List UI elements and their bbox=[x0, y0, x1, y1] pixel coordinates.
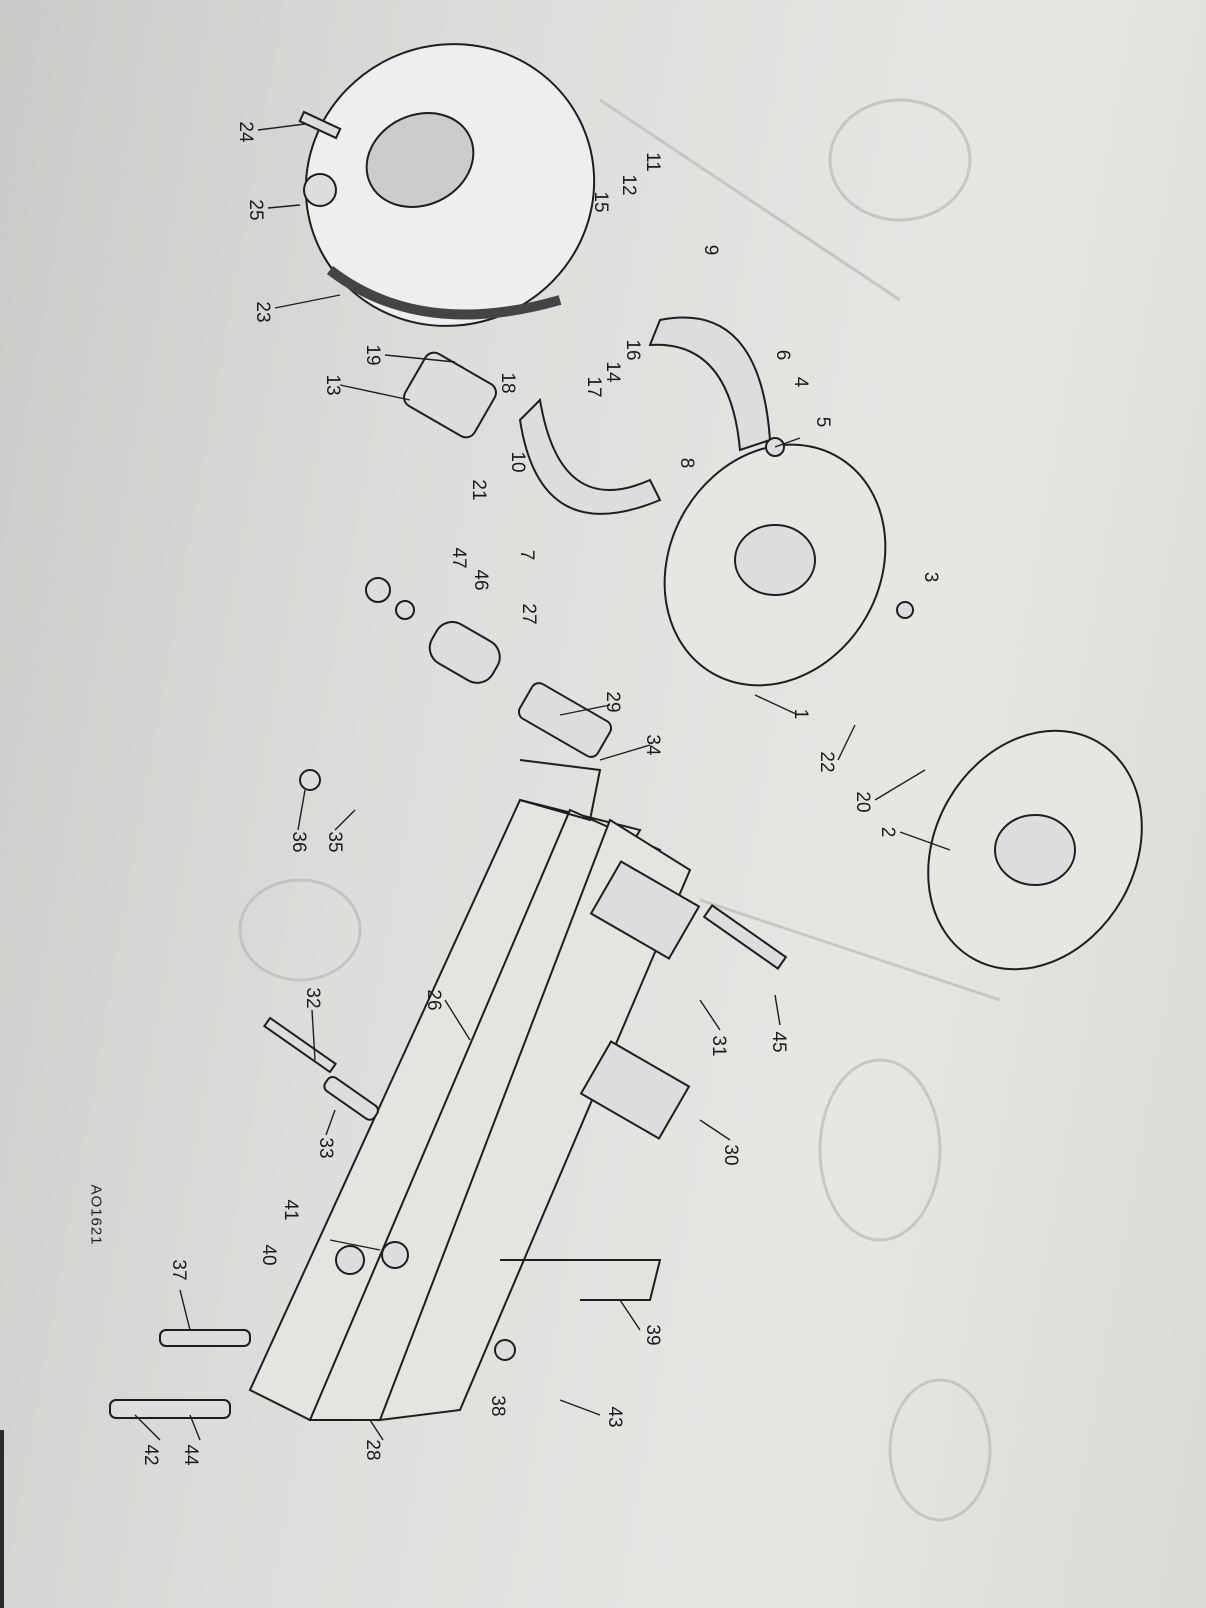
part-label-1: 1 bbox=[790, 708, 811, 720]
part-label-14: 14 bbox=[602, 361, 623, 383]
part-label-34: 34 bbox=[642, 734, 663, 756]
backplate bbox=[663, 443, 887, 687]
part-label-28: 28 bbox=[362, 1439, 383, 1461]
part-label-32: 32 bbox=[302, 987, 323, 1009]
bolts bbox=[109, 110, 914, 1419]
part-label-43: 43 bbox=[604, 1406, 625, 1428]
part-label-31: 31 bbox=[708, 1035, 729, 1057]
part-label-17: 17 bbox=[583, 376, 604, 398]
part-label-33: 33 bbox=[315, 1137, 336, 1159]
part-label-46: 46 bbox=[470, 569, 491, 591]
part-label-30: 30 bbox=[720, 1144, 741, 1166]
part-label-16: 16 bbox=[622, 339, 643, 361]
part-label-10: 10 bbox=[507, 451, 528, 473]
part-label-45: 45 bbox=[768, 1031, 789, 1053]
backplate-2 bbox=[927, 729, 1143, 971]
part-label-18: 18 bbox=[497, 372, 518, 394]
part-label-9: 9 bbox=[700, 244, 721, 256]
part-label-41: 41 bbox=[280, 1199, 301, 1221]
part-label-2: 2 bbox=[877, 826, 898, 838]
drawing-reference: AO1621 bbox=[87, 1184, 105, 1246]
part-label-40: 40 bbox=[258, 1244, 279, 1266]
part-label-37: 37 bbox=[168, 1259, 189, 1281]
part-label-6: 6 bbox=[772, 349, 793, 361]
part-label-44: 44 bbox=[180, 1444, 201, 1466]
page-edge bbox=[0, 1430, 4, 1608]
part-label-27: 27 bbox=[518, 603, 539, 625]
part-label-8: 8 bbox=[676, 457, 697, 469]
part-label-36: 36 bbox=[288, 831, 309, 853]
part-label-19: 19 bbox=[362, 344, 383, 366]
part-label-29: 29 bbox=[602, 691, 623, 713]
part-label-21: 21 bbox=[468, 479, 489, 501]
part-label-25: 25 bbox=[245, 199, 266, 221]
part-label-13: 13 bbox=[322, 374, 343, 396]
part-label-22: 22 bbox=[816, 751, 837, 773]
part-label-35: 35 bbox=[324, 831, 345, 853]
part-label-42: 42 bbox=[140, 1444, 161, 1466]
part-label-20: 20 bbox=[852, 791, 873, 813]
u-bolts-and-brackets bbox=[500, 759, 701, 1301]
part-label-12: 12 bbox=[618, 174, 639, 196]
background-faint-drawing bbox=[238, 98, 1001, 1522]
part-label-4: 4 bbox=[790, 376, 811, 388]
part-label-38: 38 bbox=[487, 1395, 508, 1417]
part-label-26: 26 bbox=[423, 989, 444, 1011]
leader-lines bbox=[134, 123, 951, 1441]
part-label-39: 39 bbox=[642, 1324, 663, 1346]
brake-shoes bbox=[518, 316, 772, 515]
part-label-47: 47 bbox=[448, 547, 469, 569]
part-label-7: 7 bbox=[516, 549, 537, 561]
brake-drum bbox=[304, 43, 596, 327]
part-label-15: 15 bbox=[590, 191, 611, 213]
part-label-23: 23 bbox=[252, 301, 273, 323]
part-label-5: 5 bbox=[812, 416, 833, 428]
part-label-11: 11 bbox=[642, 152, 663, 172]
part-label-3: 3 bbox=[920, 571, 941, 583]
part-label-24: 24 bbox=[235, 121, 256, 143]
wheel-cylinder bbox=[403, 351, 497, 439]
